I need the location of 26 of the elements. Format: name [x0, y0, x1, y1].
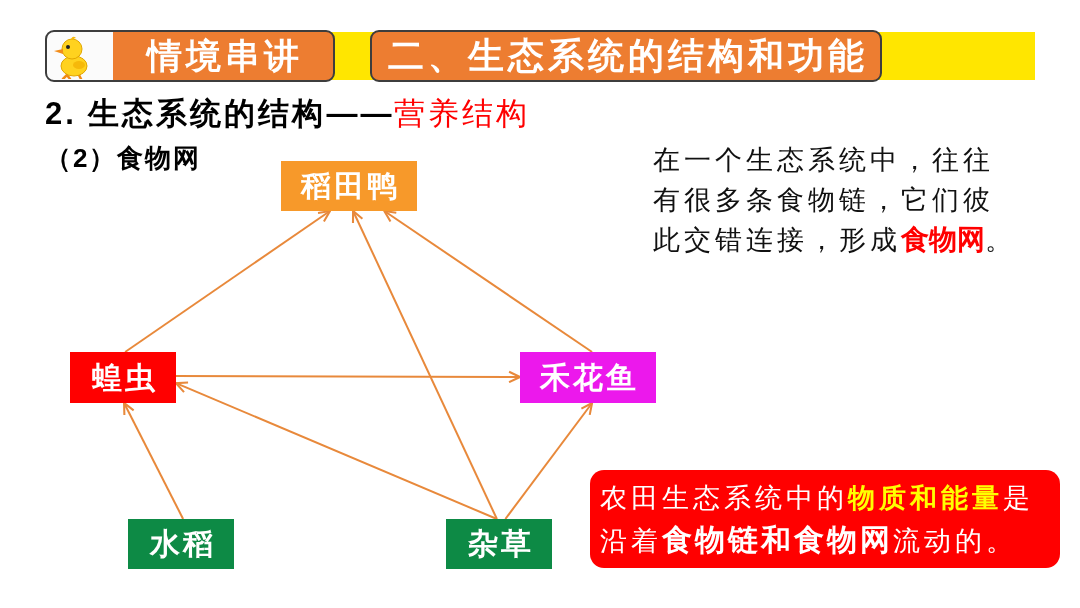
arrow	[174, 381, 498, 520]
summary-text: 农田生态系统中的物质和能量是沿着食物链和食物网流动的。	[600, 481, 1035, 558]
subsection-heading: （2）食物网	[45, 142, 202, 175]
arrow	[175, 370, 522, 384]
arrow	[351, 209, 498, 520]
arrow	[123, 401, 185, 520]
summary-callout	[590, 470, 1060, 568]
organism-box	[446, 519, 552, 569]
organism-box	[281, 161, 417, 211]
organism-box	[128, 519, 234, 569]
organism-box	[70, 352, 176, 403]
tab-title: 二、生态系统的结构和功能	[387, 34, 868, 78]
definition-text: 在一个生态系统中，往往有很多条食物链，它们彼此交错连接，形成食物网。	[653, 144, 1017, 257]
section-tab	[45, 30, 335, 82]
arrow	[124, 209, 331, 353]
section-heading: 2. 生态系统的结构——营养结构	[45, 95, 531, 133]
organism-box	[520, 352, 656, 403]
organism-name: 蝗虫	[90, 359, 158, 396]
arrow	[504, 401, 594, 520]
arrow	[383, 209, 594, 353]
tab-title: 情境串讲	[144, 35, 303, 77]
organism-name: 稻田鸭	[299, 168, 400, 204]
organism-name: 水稻	[148, 526, 216, 562]
organism-name: 禾花鱼	[539, 359, 639, 396]
organism-name: 杂草	[466, 526, 534, 562]
section-tab	[370, 30, 882, 82]
